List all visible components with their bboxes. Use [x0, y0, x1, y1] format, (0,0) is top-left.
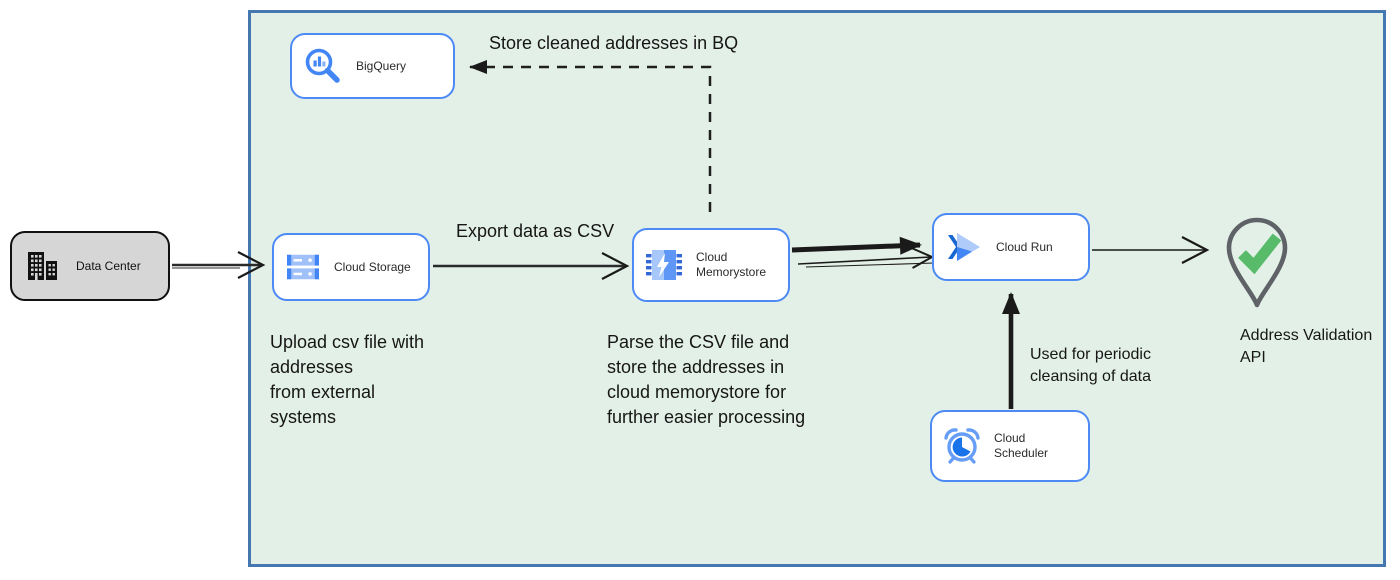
node-label-data-center: Data Center [76, 259, 141, 273]
node-cloud-scheduler[interactable]: Cloud Scheduler [930, 410, 1090, 482]
node-bigquery[interactable]: BigQuery [290, 33, 455, 99]
building-icon [28, 252, 57, 280]
label-export-data-csv: Export data as CSV [456, 221, 615, 241]
bigquery-icon [305, 48, 340, 83]
label-address-validation-api: Address Validation API [1240, 327, 1373, 366]
gcp-group-container[interactable] [248, 10, 1386, 567]
label-store-cleaned-addresses: Store cleaned addresses in BQ [489, 33, 739, 53]
node-data-center[interactable]: Data Center [10, 231, 170, 301]
node-label-bigquery: BigQuery [356, 58, 407, 73]
scheduler-icon [944, 428, 980, 464]
node-label-cloud-scheduler: Cloud Scheduler [994, 431, 1049, 460]
cloud-storage-icon [287, 254, 319, 280]
node-cloud-run[interactable]: Cloud Run [932, 213, 1090, 281]
node-label-cloud-memorystore: Cloud Memorystore [696, 250, 767, 279]
node-label-cloud-storage: Cloud Storage [334, 259, 411, 274]
node-cloud-memorystore[interactable]: Cloud Memorystore [632, 228, 790, 302]
note-parse-csv: Parse the CSV file and store the address… [607, 332, 806, 427]
cloud-run-icon [948, 233, 980, 261]
location-pin-check-icon[interactable] [1218, 206, 1296, 310]
note-upload-csv: Upload csv file with addresses from exte… [270, 332, 425, 427]
memorystore-icon [646, 250, 682, 280]
node-cloud-storage[interactable]: Cloud Storage [272, 233, 430, 301]
node-label-cloud-run: Cloud Run [996, 239, 1053, 254]
note-periodic-cleansing: Used for periodic cleansing of data [1030, 346, 1151, 385]
